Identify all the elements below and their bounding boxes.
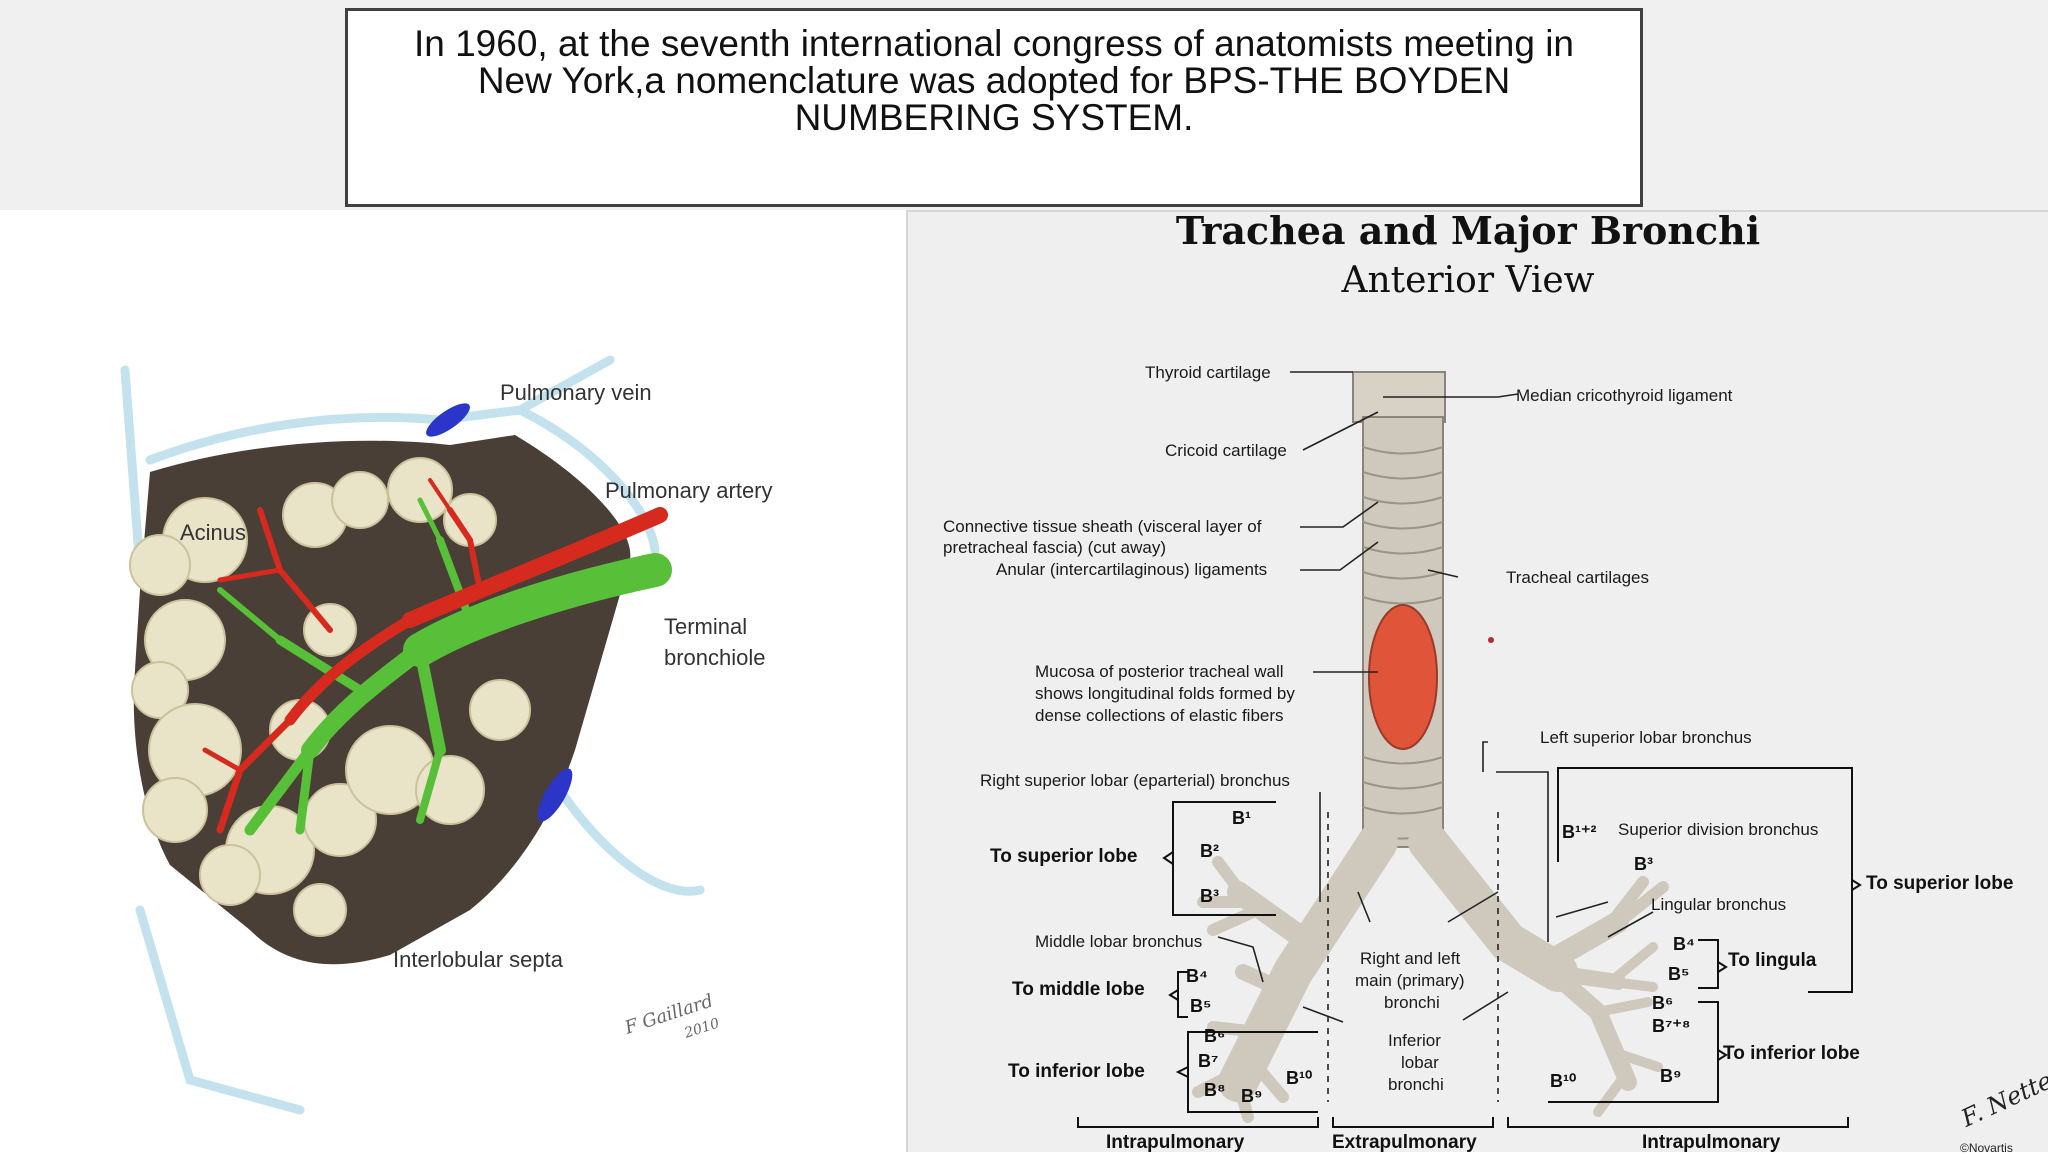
- netter-subtitle: Anterior View: [1340, 260, 1594, 301]
- label-anular: Anular (intercartilaginous) ligaments: [996, 560, 1267, 579]
- segment-l-b6: B⁶: [1652, 993, 1673, 1013]
- label-right-superior-lobar: Right superior lobar (eparterial) bronch…: [980, 771, 1290, 790]
- leader-lines: [1217, 371, 1654, 1102]
- label-acinus: Acinus: [180, 520, 246, 545]
- segment-l-b4: B⁴: [1673, 934, 1695, 954]
- caption-box: In 1960, at the seventh international co…: [345, 8, 1643, 207]
- label-mucosa-1: Mucosa of posterior tracheal wall: [1035, 662, 1284, 681]
- mucosa-shape: [1368, 604, 1438, 750]
- label-intrapulmonary-left: Intrapulmonary: [1642, 1132, 1781, 1153]
- label-to-superior-lobe-right: To superior lobe: [990, 846, 1137, 867]
- netter-signature: F. Netter ©Novartis: [1956, 1061, 2048, 1155]
- segment-r-b8: B⁸: [1204, 1080, 1226, 1100]
- red-dot: [1488, 637, 1494, 643]
- label-main-bronchi-3: bronchi: [1384, 993, 1440, 1012]
- label-left-superior-lobar: Left superior lobar bronchus: [1540, 728, 1752, 747]
- label-middle-lobar: Middle lobar bronchus: [1035, 932, 1202, 951]
- brackets: [1077, 767, 1862, 1128]
- segment-l-b9: B⁹: [1660, 1066, 1682, 1086]
- netter-figure: Trachea and Major Bronchi Anterior View: [906, 208, 2048, 1155]
- label-to-inferior-lobe-right: To inferior lobe: [1008, 1061, 1145, 1082]
- segment-l-b10: B¹⁰: [1550, 1071, 1576, 1091]
- caption-line-2: New York,a nomenclature was adopted for …: [477, 60, 1511, 101]
- svg-text:F. Netter: F. Netter: [1956, 1061, 2048, 1133]
- label-inferior-lobar-2: lobar: [1401, 1053, 1439, 1072]
- segment-r-b10: B¹⁰: [1286, 1068, 1312, 1088]
- label-interlobular-septa: Interlobular septa: [393, 947, 564, 972]
- caption-line-3: NUMBERING SYSTEM.: [794, 97, 1194, 138]
- segment-r-b1: B¹: [1232, 808, 1251, 828]
- label-to-middle-lobe: To middle lobe: [1012, 979, 1145, 1000]
- segment-r-b4: B⁴: [1186, 966, 1208, 986]
- label-median-cricothyroid: Median cricothyroid ligament: [1516, 386, 1733, 405]
- segment-r-b6: B⁶: [1204, 1026, 1225, 1046]
- acinus-illustration: Pulmonary vein Pulmonary artery Acinus T…: [120, 355, 773, 1115]
- label-inferior-lobar-1: Inferior: [1388, 1031, 1441, 1050]
- label-extrapulmonary: Extrapulmonary: [1332, 1132, 1477, 1153]
- label-pulmonary-vein: Pulmonary vein: [500, 380, 652, 405]
- trachea-illustration: Trachea and Major Bronchi Anterior View: [943, 208, 2048, 1155]
- label-cricoid-cartilage: Cricoid cartilage: [1165, 441, 1287, 460]
- caption-line-1: In 1960, at the seventh international co…: [413, 23, 1575, 64]
- label-mucosa-2: shows longitudinal folds formed by: [1035, 684, 1295, 703]
- netter-title: Trachea and Major Bronchi: [1176, 212, 1760, 253]
- label-lingular-bronchus: Lingular bronchus: [1651, 895, 1786, 914]
- label-tracheal-cartilages: Tracheal cartilages: [1506, 568, 1649, 587]
- segment-l-b5: B⁵: [1668, 964, 1689, 984]
- segment-r-b3: B³: [1200, 886, 1219, 906]
- label-mucosa-3: dense collections of elastic fibers: [1035, 706, 1284, 725]
- svg-text:©Novartis: ©Novartis: [1960, 1141, 2013, 1154]
- label-thyroid-cartilage: Thyroid cartilage: [1145, 363, 1271, 382]
- trachea-shape: [1192, 371, 1669, 1123]
- label-to-lingula: To lingula: [1728, 950, 1817, 971]
- label-intrapulmonary-right: Intrapulmonary: [1106, 1132, 1245, 1153]
- terminal-bronchiole-shape: [217, 497, 672, 836]
- label-to-superior-lobe-left: To superior lobe: [1866, 873, 2013, 894]
- segment-r-b2: B²: [1200, 841, 1219, 861]
- acinus-figure: Pulmonary vein Pulmonary artery Acinus T…: [0, 210, 906, 1152]
- interlobular-septa-shape: [120, 355, 705, 1115]
- label-connective-2: pretracheal fascia) (cut away): [943, 538, 1166, 557]
- label-main-bronchi-1: Right and left: [1360, 949, 1460, 968]
- label-superior-division: Superior division bronchus: [1618, 820, 1818, 839]
- segment-l-b12: B¹⁺²: [1562, 822, 1597, 842]
- segment-r-b5: B⁵: [1190, 996, 1211, 1016]
- pulmonary-vein-shape: [426, 403, 573, 822]
- segment-l-b78: B⁷⁺⁸: [1652, 1016, 1690, 1036]
- gaillard-signature: F Gaillard 2010: [621, 990, 721, 1042]
- label-connective-1: Connective tissue sheath (visceral layer…: [943, 517, 1262, 536]
- pulmonary-artery-shape: [202, 478, 668, 834]
- label-pulmonary-artery: Pulmonary artery: [605, 478, 773, 503]
- label-terminal-bronchiole-2: bronchiole: [664, 645, 766, 670]
- segment-r-b9: B⁹: [1241, 1086, 1263, 1106]
- segment-r-b7: B⁷: [1198, 1051, 1218, 1071]
- caption-text: In 1960, at the seventh international co…: [358, 25, 1630, 136]
- label-terminal-bronchiole-1: Terminal: [664, 614, 747, 639]
- segment-l-b3: B³: [1634, 854, 1653, 874]
- label-main-bronchi-2: main (primary): [1355, 971, 1465, 990]
- label-inferior-lobar-3: bronchi: [1388, 1075, 1444, 1094]
- label-to-inferior-lobe-left: To inferior lobe: [1723, 1043, 1860, 1064]
